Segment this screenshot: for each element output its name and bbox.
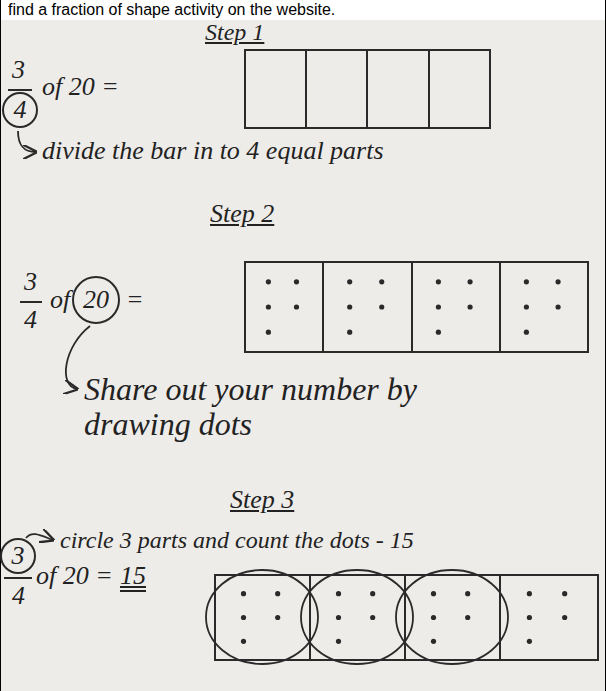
frame-line bbox=[605, 0, 606, 691]
bar-divider bbox=[428, 50, 430, 128]
share-dot bbox=[527, 639, 532, 644]
share-dot bbox=[266, 279, 271, 284]
leader-arrow bbox=[26, 534, 53, 540]
bar-divider bbox=[499, 575, 501, 660]
share-dot bbox=[562, 591, 567, 596]
bar-divider bbox=[411, 262, 413, 352]
share-dot bbox=[241, 615, 246, 620]
worksheet-text: of 20 = bbox=[42, 73, 119, 102]
worksheet-text: of 20 = bbox=[36, 562, 113, 591]
share-dot bbox=[562, 615, 567, 620]
share-dot bbox=[336, 639, 341, 644]
share-dot bbox=[370, 615, 375, 620]
share-dot bbox=[527, 591, 532, 596]
share-dot bbox=[465, 615, 470, 620]
worksheet-text: find a fraction of shape activity on the… bbox=[8, 1, 335, 19]
share-dot bbox=[266, 304, 271, 309]
worksheet-text: of bbox=[50, 286, 70, 315]
share-dot bbox=[241, 639, 246, 644]
share-dot bbox=[524, 279, 529, 284]
worksheet-text: circle 3 parts and count the dots - 15 bbox=[60, 527, 414, 553]
share-dot bbox=[241, 591, 246, 596]
frame-line bbox=[0, 0, 1, 691]
bar-divider bbox=[499, 262, 501, 352]
share-dot bbox=[431, 639, 436, 644]
fraction-bar bbox=[245, 50, 490, 128]
step-heading: Step 3 bbox=[230, 486, 294, 515]
worksheet-text: = bbox=[126, 286, 144, 315]
share-dot bbox=[436, 279, 441, 284]
number-text: 4 bbox=[14, 96, 27, 125]
paper-photo bbox=[0, 20, 606, 691]
share-dot bbox=[294, 304, 299, 309]
share-dot bbox=[527, 615, 532, 620]
share-dot bbox=[436, 304, 441, 309]
share-dot bbox=[524, 304, 529, 309]
share-dot bbox=[379, 279, 384, 284]
share-dot bbox=[347, 330, 352, 335]
number-text: 3 bbox=[12, 542, 25, 571]
share-dot bbox=[347, 279, 352, 284]
bar-divider bbox=[305, 50, 307, 128]
fraction-line bbox=[20, 301, 42, 303]
fraction-line bbox=[8, 89, 32, 91]
share-dot bbox=[555, 279, 560, 284]
step-heading: Step 1 bbox=[205, 19, 264, 45]
share-dot bbox=[336, 591, 341, 596]
share-dot bbox=[336, 615, 341, 620]
top-strip bbox=[0, 0, 606, 20]
share-dot bbox=[524, 330, 529, 335]
share-dot bbox=[370, 591, 375, 596]
worksheet-text: 4 bbox=[12, 582, 25, 611]
share-dot bbox=[294, 279, 299, 284]
part-circling bbox=[396, 570, 508, 664]
bar-divider bbox=[366, 50, 368, 128]
share-dot bbox=[436, 330, 441, 335]
step-heading: 15 bbox=[120, 562, 146, 591]
bar-divider bbox=[322, 262, 324, 352]
step-heading: Step 2 bbox=[210, 200, 274, 229]
worksheet-text: 4 bbox=[24, 306, 37, 335]
share-dot bbox=[467, 279, 472, 284]
share-dot bbox=[275, 615, 280, 620]
fraction-line bbox=[4, 577, 32, 579]
fraction-bar bbox=[245, 262, 588, 352]
number-text: 20 bbox=[83, 286, 109, 315]
share-dot bbox=[275, 591, 280, 596]
worksheet-text: 3 bbox=[24, 268, 37, 297]
share-dot bbox=[431, 591, 436, 596]
share-dot bbox=[431, 615, 436, 620]
leader-arrow bbox=[18, 131, 36, 152]
share-dot bbox=[379, 304, 384, 309]
share-dot bbox=[465, 591, 470, 596]
bar-divider bbox=[309, 575, 311, 660]
fraction-bar bbox=[215, 575, 598, 660]
bar-divider bbox=[404, 575, 406, 660]
circled-number: 20 bbox=[72, 276, 120, 324]
worksheet-text: divide the bar in to 4 equal parts bbox=[42, 137, 384, 166]
worksheet-text: Share out your number by drawing dots bbox=[84, 372, 484, 442]
share-dot bbox=[467, 304, 472, 309]
share-dot bbox=[347, 304, 352, 309]
worksheet-text: 3 bbox=[12, 56, 25, 85]
share-dot bbox=[266, 330, 271, 335]
share-dot bbox=[555, 304, 560, 309]
